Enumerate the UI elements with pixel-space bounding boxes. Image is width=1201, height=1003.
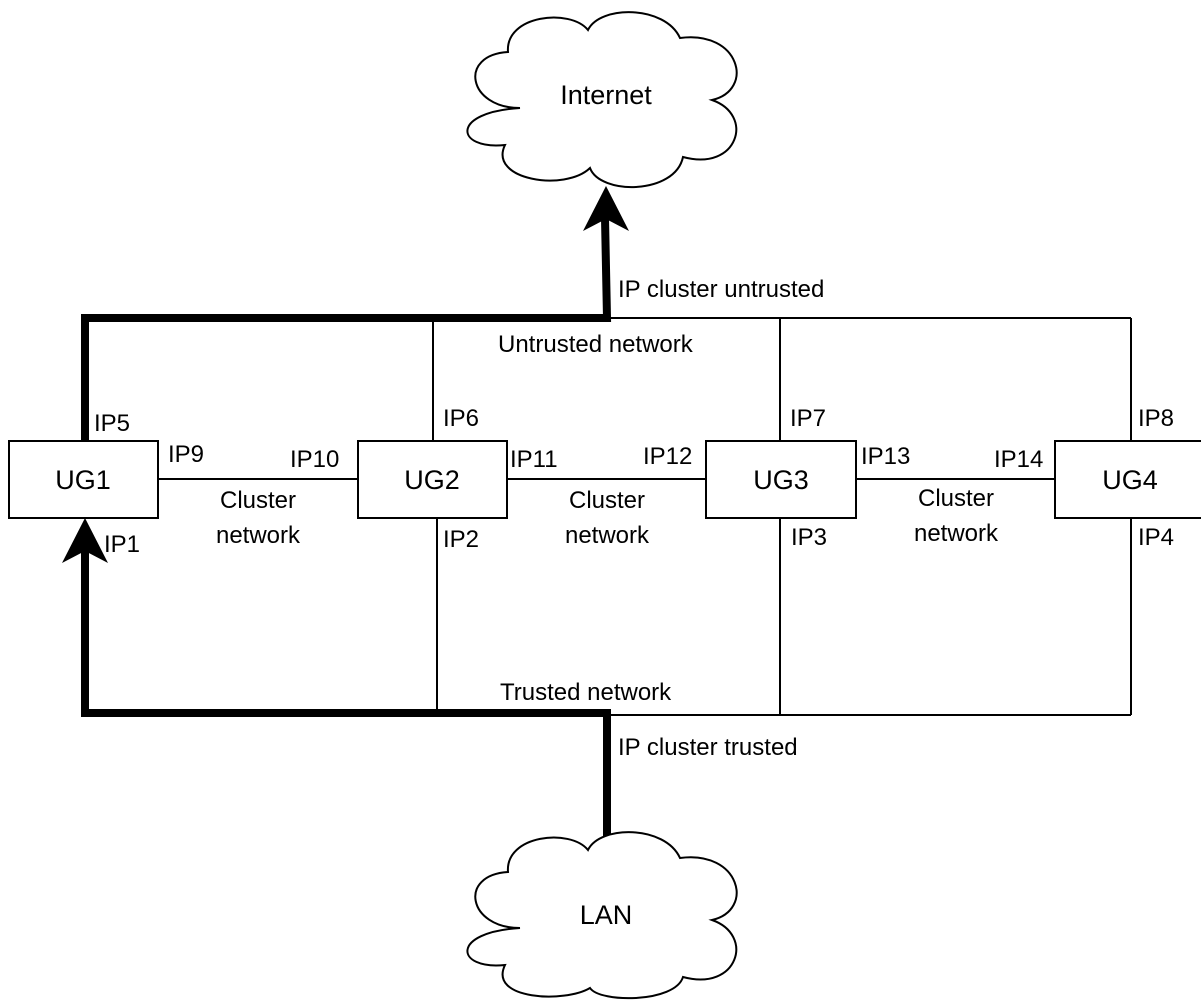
ug2-label: UG2 (404, 465, 460, 495)
ip7-label: IP7 (790, 405, 826, 432)
ug3-label: UG3 (753, 465, 809, 495)
cluster-network-label-3: Cluster network (914, 485, 999, 547)
ip8-label: IP8 (1138, 405, 1174, 432)
path-lan-to-ug1 (81, 548, 611, 838)
node-ug1: UG1 (8, 440, 159, 519)
node-ug3: UG3 (705, 440, 857, 519)
ip6-label: IP6 (443, 405, 479, 432)
ip3-label: IP3 (791, 524, 827, 551)
svg-text:Cluster: Cluster (220, 487, 296, 514)
internet-label: Internet (560, 80, 652, 110)
svg-text:network: network (914, 520, 999, 547)
untrusted-network-label: Untrusted network (498, 331, 694, 358)
ip1-label: IP1 (104, 531, 140, 558)
path-ug1-to-internet (81, 217, 612, 441)
node-ug4: UG4 (1054, 440, 1201, 519)
ip2-label: IP2 (443, 526, 479, 553)
cluster-network-label-1: Cluster network (216, 487, 301, 549)
ip9-label: IP9 (168, 441, 204, 468)
traffic-path (62, 186, 629, 838)
ug4-label: UG4 (1102, 465, 1158, 495)
ip-cluster-trusted-label: IP cluster trusted (618, 734, 798, 761)
internet-cloud: Internet (466, 11, 738, 188)
ip5-label: IP5 (94, 410, 130, 437)
trusted-network-label: Trusted network (500, 679, 672, 706)
lan-label: LAN (580, 900, 633, 930)
ip4-label: IP4 (1138, 524, 1174, 551)
ip13-label: IP13 (861, 443, 910, 470)
svg-text:network: network (216, 522, 301, 549)
ug1-label: UG1 (55, 465, 111, 495)
arrowhead-ug1 (62, 518, 108, 563)
svg-text:Cluster: Cluster (569, 487, 645, 514)
ip-cluster-untrusted-label: IP cluster untrusted (618, 276, 824, 303)
svg-text:network: network (565, 522, 650, 549)
lan-cloud: LAN (466, 831, 738, 1000)
cluster-network-label-2: Cluster network (565, 487, 650, 549)
ip10-label: IP10 (290, 446, 339, 473)
node-ug2: UG2 (357, 440, 508, 519)
ip11-label: IP11 (510, 446, 558, 473)
svg-text:Cluster: Cluster (918, 485, 994, 512)
ip12-label: IP12 (643, 443, 692, 470)
ip14-label: IP14 (994, 446, 1043, 473)
arrowhead-internet (583, 186, 629, 231)
